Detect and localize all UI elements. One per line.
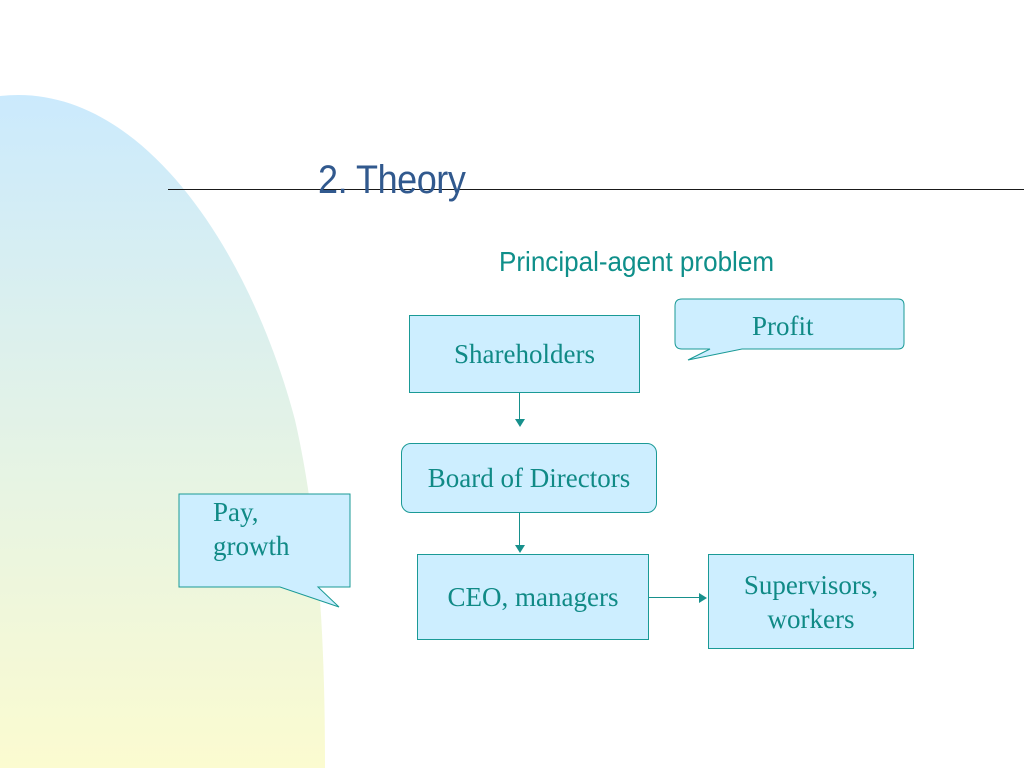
shareholders-box: Shareholders xyxy=(409,315,640,393)
pay-growth-callout-shape xyxy=(178,493,351,608)
slide-subtitle: Principal-agent problem xyxy=(499,246,775,277)
supervisors-label: Supervisors, workers xyxy=(743,569,879,634)
ceo-managers-box: CEO, managers xyxy=(417,554,649,640)
slide-title: 2. Theory xyxy=(318,158,466,202)
arrow-ceo-to-supervisors xyxy=(649,597,700,598)
arrow-head-down-icon xyxy=(515,545,525,553)
supervisors-workers-box: Supervisors, workers xyxy=(708,554,914,649)
arrow-head-down-icon xyxy=(515,419,525,427)
ceo-label: CEO, managers xyxy=(447,582,619,612)
arrow-head-right-icon xyxy=(699,593,707,603)
arrow-shareholders-to-board xyxy=(519,393,520,420)
board-of-directors-box: Board of Directors xyxy=(401,443,657,513)
shareholders-label: Shareholders xyxy=(454,339,595,369)
profit-callout-shape xyxy=(674,298,905,361)
title-rule xyxy=(168,189,1024,190)
profit-callout-label: Profit xyxy=(752,311,814,341)
pay-growth-callout-label: Pay, growth xyxy=(213,497,290,561)
arrow-board-to-ceo xyxy=(519,513,520,546)
board-label: Board of Directors xyxy=(427,463,631,493)
